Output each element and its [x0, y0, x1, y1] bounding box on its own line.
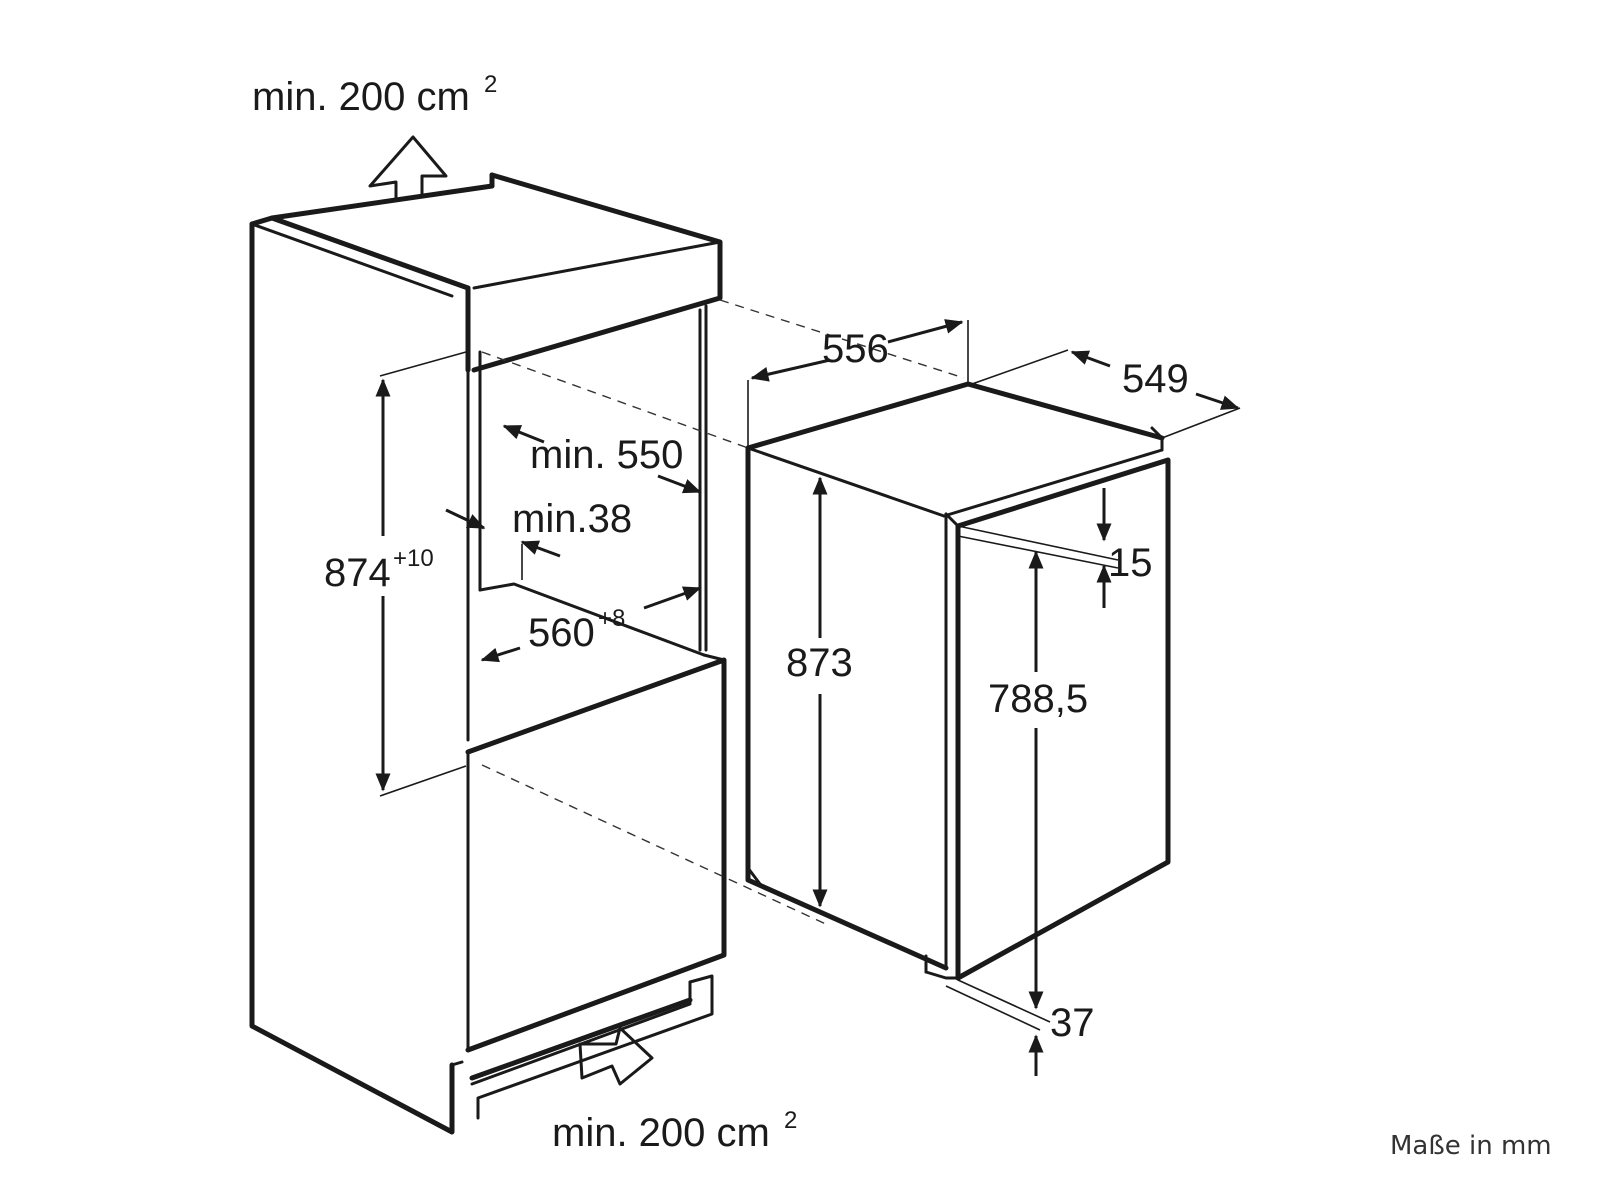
door-top-offset-dimension [957, 488, 1119, 608]
door-top-offset-label: 15 [1108, 541, 1153, 585]
appliance-depth-dimension [971, 349, 1241, 439]
niche-height-sup: +10 [393, 545, 434, 572]
projection-lines [481, 299, 965, 927]
door-bottom-offset-label: 37 [1050, 1001, 1095, 1045]
vent-top-label: min. 200 cm [252, 75, 470, 119]
vent-arrow-up-icon [368, 135, 448, 202]
niche-width-label: 560 [528, 611, 595, 655]
appliance-height-dimension [776, 476, 872, 908]
appliance-width-dimension [747, 319, 969, 448]
niche-depth-dimension [502, 424, 702, 494]
niche-width-dimension [480, 586, 702, 663]
appliance-width-label: 556 [822, 327, 889, 371]
cabinet-housing [249, 172, 727, 1135]
appliance-depth-label: 549 [1122, 357, 1189, 401]
door-bottom-offset-dimension [945, 979, 1051, 1076]
appliance-height-label: 873 [786, 641, 853, 685]
door-height-label: 788,5 [988, 677, 1088, 721]
vent-arrow-in-icon [578, 1026, 654, 1086]
niche-width-sup: +8 [598, 605, 625, 632]
niche-height-label: 874 [324, 551, 391, 595]
appliance-body [745, 381, 1171, 981]
vent-top-sup: 2 [484, 71, 497, 98]
vent-bottom-sup: 2 [784, 1107, 797, 1134]
niche-gap-label: min.38 [512, 497, 632, 541]
niche-gap-dimension [445, 508, 561, 580]
niche-depth-label: min. 550 [530, 433, 683, 477]
units-note: Maße in mm [1390, 1131, 1552, 1161]
door-height-dimension [984, 550, 1094, 1010]
niche-height-dimension [320, 351, 467, 797]
vent-bottom-label: min. 200 cm [552, 1111, 770, 1155]
